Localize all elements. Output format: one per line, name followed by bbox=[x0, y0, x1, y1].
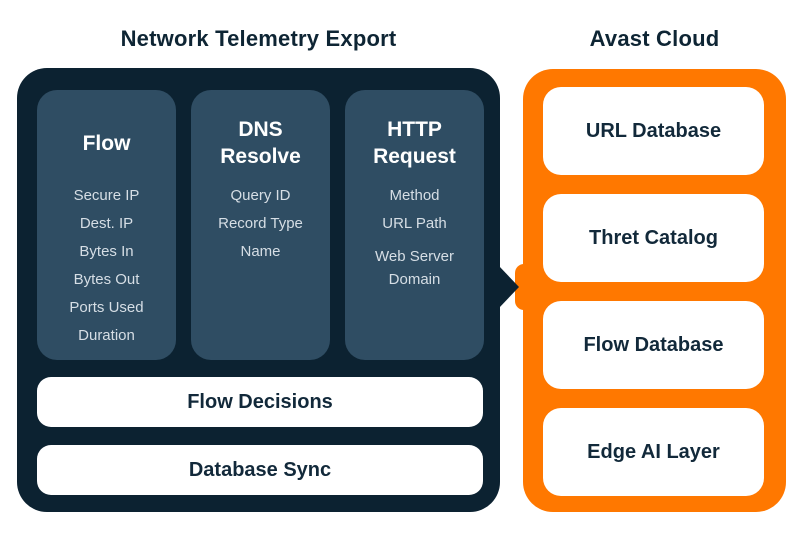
telemetry-columns: Flow Secure IP Dest. IP Bytes In Bytes O… bbox=[37, 90, 484, 360]
field-item: Duration bbox=[78, 327, 135, 344]
telemetry-export-panel: Flow Secure IP Dest. IP Bytes In Bytes O… bbox=[17, 68, 500, 512]
column-http-request-title: HTTP Request bbox=[373, 118, 456, 168]
column-flow-title: Flow bbox=[82, 131, 131, 155]
column-flow: Flow Secure IP Dest. IP Bytes In Bytes O… bbox=[37, 90, 176, 360]
card-edge-ai-layer: Edge AI Layer bbox=[543, 408, 764, 496]
field-item: Bytes Out bbox=[73, 271, 140, 288]
right-panel-title: Avast Cloud bbox=[589, 26, 720, 51]
column-dns-resolve-title: DNS Resolve bbox=[220, 118, 301, 168]
column-dns-resolve: DNS Resolve Query ID Record Type Name bbox=[191, 90, 330, 360]
field-item: URL Path bbox=[382, 215, 447, 232]
field-item: Bytes In bbox=[79, 243, 134, 260]
column-http-request: HTTP Request Method URL Path Web Server … bbox=[345, 90, 484, 360]
column-dns-resolve-items: Query ID Record Type Name bbox=[191, 182, 330, 266]
database-sync-bar: Database Sync bbox=[37, 445, 483, 495]
field-item: Name bbox=[240, 243, 281, 260]
column-http-request-items: Method URL Path Web Server Domain bbox=[345, 182, 484, 291]
field-item: Secure IP bbox=[73, 187, 140, 204]
column-flow-items: Secure IP Dest. IP Bytes In Bytes Out Po… bbox=[37, 182, 176, 350]
card-thret-catalog: Thret Catalog bbox=[543, 194, 764, 282]
avast-cloud-panel: URL Database Thret Catalog Flow Database… bbox=[523, 69, 786, 512]
field-item: Record Type bbox=[218, 215, 303, 232]
field-item: Ports Used bbox=[69, 299, 144, 316]
card-url-database: URL Database bbox=[543, 87, 764, 175]
connector-arrow-icon bbox=[499, 266, 519, 308]
field-item: Query ID bbox=[230, 187, 291, 204]
field-item: Dest. IP bbox=[79, 215, 134, 232]
flow-decisions-bar: Flow Decisions bbox=[37, 377, 483, 427]
left-panel-title: Network Telemetry Export bbox=[120, 26, 397, 51]
field-item: Method bbox=[389, 187, 440, 204]
card-flow-database: Flow Database bbox=[543, 301, 764, 389]
field-item: Web Server Domain bbox=[375, 248, 454, 288]
